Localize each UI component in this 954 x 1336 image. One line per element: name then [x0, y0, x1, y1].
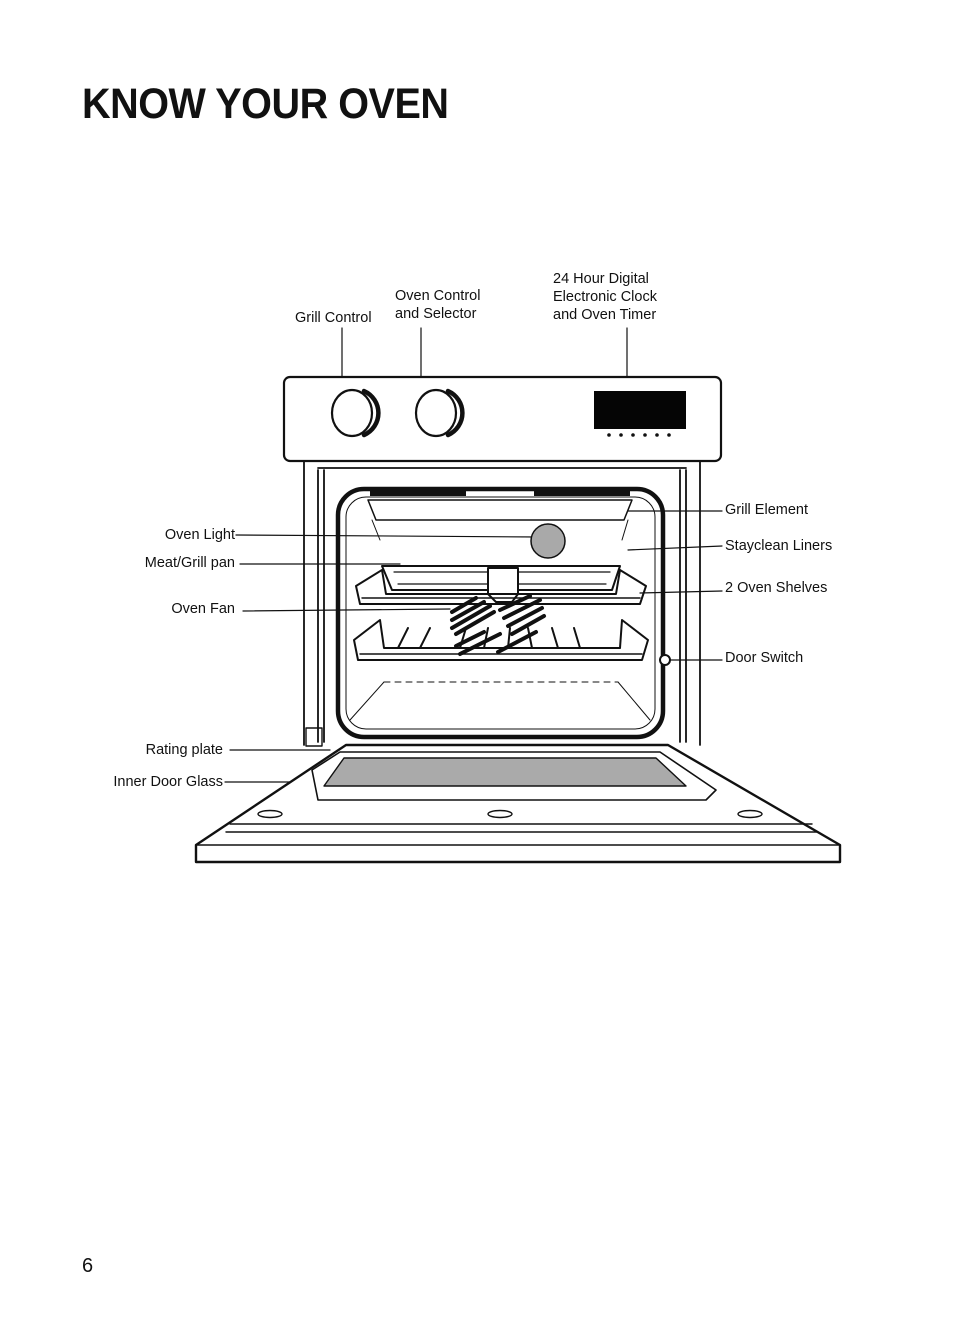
rating-plate	[305, 727, 323, 747]
label-oven-shelves: 2 Oven Shelves	[725, 580, 828, 596]
clock-display	[594, 391, 686, 429]
grill-control-knob[interactable]	[330, 388, 381, 438]
oven-cavity	[335, 486, 666, 740]
label-oven-fan: Oven Fan	[171, 601, 235, 617]
grill-element	[367, 489, 633, 521]
label-stayclean-liners: Stayclean Liners	[725, 538, 833, 554]
label-meat-grill-pan: Meat/Grill pan	[144, 555, 235, 571]
label-grill-element: Grill Element	[725, 502, 808, 518]
label-clock-timer: 24 Hour Digital Electronic Clock and Ove…	[553, 271, 657, 323]
label-grill-control: Grill Control	[295, 310, 372, 326]
label-oven-light: Oven Light	[164, 527, 235, 543]
oven-body	[303, 461, 701, 746]
label-door-switch: Door Switch	[725, 650, 804, 666]
page-title: KNOW YOUR OVEN	[82, 80, 449, 128]
label-rating-plate: Rating plate	[145, 742, 223, 758]
door-switch[interactable]	[659, 654, 671, 666]
page-number: 6	[82, 1255, 94, 1277]
meat-grill-pan	[381, 565, 621, 603]
inner-door-glass	[323, 757, 687, 787]
timer-buttons[interactable]	[607, 433, 671, 437]
control-panel	[282, 375, 723, 463]
oven-shelf-upper	[355, 569, 647, 605]
oven-light	[530, 523, 566, 559]
label-inner-door-glass: Inner Door Glass	[113, 774, 223, 790]
oven-shelf-lower	[353, 619, 649, 661]
oven-control-knob[interactable]	[414, 388, 465, 438]
label-oven-control: Oven Control and Selector	[395, 288, 481, 322]
